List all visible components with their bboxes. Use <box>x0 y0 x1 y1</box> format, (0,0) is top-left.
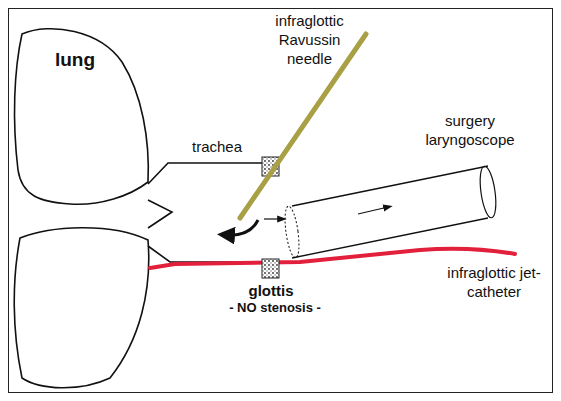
laryngoscope-end <box>477 165 498 218</box>
flow-arrow <box>226 220 258 235</box>
trachea-label: trachea <box>182 138 252 157</box>
flow-arrow <box>264 218 282 219</box>
bronchus-fork <box>148 200 172 228</box>
frame <box>9 9 553 393</box>
glottis-label: glottis <box>238 282 304 301</box>
flow-arrow <box>358 207 388 214</box>
organ-label: lung <box>40 48 110 72</box>
trachea-wall <box>148 163 262 184</box>
catheter-label: infraglottic jet-catheter <box>442 264 546 302</box>
laryngoscope-label: surgery laryngoscope <box>415 112 525 150</box>
laryngoscope-tip <box>282 205 301 258</box>
stenosis-note: - NO stenosis - <box>215 300 335 316</box>
needle-label: infraglottic Ravussin needle <box>262 12 357 68</box>
laryngoscope-wall <box>292 166 488 206</box>
lower-lung-lobe <box>14 228 149 388</box>
glottis-fold <box>262 259 279 278</box>
trachea-wall <box>148 246 262 262</box>
upper-lung-lobe <box>15 29 149 205</box>
